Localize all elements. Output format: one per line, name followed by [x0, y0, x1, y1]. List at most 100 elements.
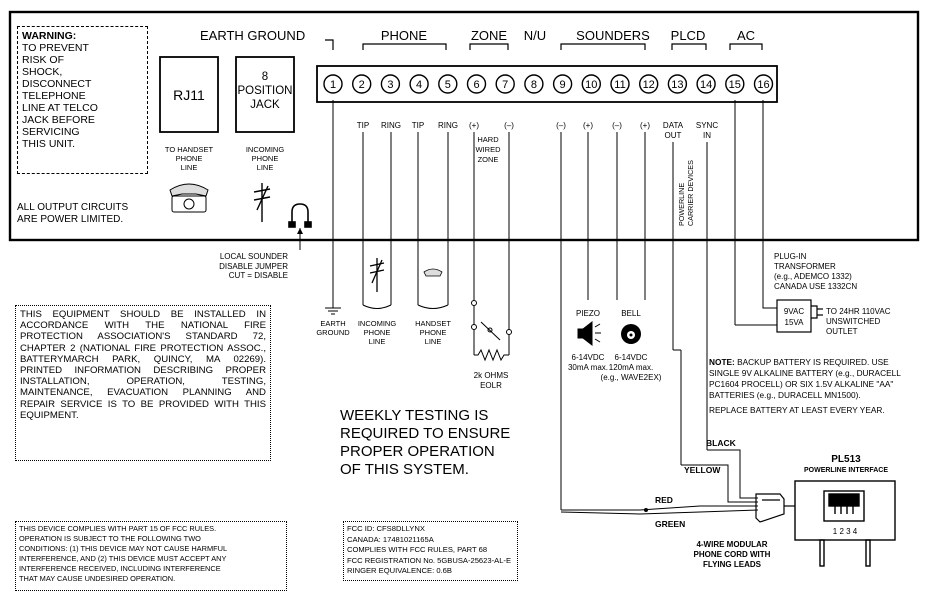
phone-pole-icon	[253, 183, 271, 222]
terminal-15	[725, 74, 745, 94]
pl513-title: PL513	[831, 454, 861, 465]
terminal-number-15: 15	[729, 79, 741, 91]
terminal-strip	[316, 65, 778, 103]
note-line-4: BATTERIES (e.g., DURACELL MN1500).	[709, 390, 861, 400]
terminal-number-9: 9	[560, 79, 566, 91]
fcc-line-1: THIS DEVICE COMPLIES WITH PART 15 OF FCC…	[19, 524, 217, 533]
incoming-1: INCOMING	[246, 145, 284, 154]
label-t3: RING	[381, 121, 401, 130]
warning-line-8: SERVICING	[22, 126, 80, 138]
to-handset-2: PHONE	[176, 154, 203, 163]
powerline-label-1: POWERLINE	[677, 183, 686, 226]
terminal-number-10: 10	[585, 79, 597, 91]
piezo-speaker-icon	[577, 320, 601, 347]
note-line-2: SINGLE 9V ALKALINE BATTERY (e.g., DURACE…	[709, 368, 901, 378]
output-circuits-1: ALL OUTPUT CIRCUITS	[17, 202, 128, 213]
pl513-pins: 1 2 3 4	[833, 527, 858, 536]
hard-wired-2: WIRED	[476, 145, 502, 154]
terminal-3	[380, 74, 401, 94]
note-bold: NOTE:	[709, 357, 735, 367]
terminal-number-2: 2	[359, 79, 365, 91]
label-t14a: SYNC	[696, 121, 718, 130]
label-t13b: OUT	[665, 131, 682, 140]
group-nu: N/U	[524, 28, 546, 43]
terminal-number-13: 13	[671, 79, 683, 91]
handset-phone-icon	[423, 268, 443, 277]
hard-wired-3: ZONE	[478, 155, 499, 164]
warning-text: WARNING: TO PREVENT RISK OF SHOCK, DISCO…	[22, 30, 147, 150]
note-replace: REPLACE BATTERY AT LEAST EVERY YEAR.	[709, 405, 885, 415]
fcc-id-2: CANADA: 17481021165A	[347, 534, 434, 544]
terminal-9	[552, 74, 573, 94]
terminal-number-16: 16	[757, 79, 769, 91]
warning-box	[17, 26, 148, 174]
warning-title: WARNING:	[22, 30, 77, 42]
cord-label-3: FLYING LEADS	[703, 560, 762, 569]
terminal-13	[667, 74, 688, 94]
terminal-11	[610, 74, 630, 94]
handset-line-1: HANDSET	[415, 319, 451, 328]
earth-ground-1: EARTH	[320, 319, 345, 328]
powerline-label-2: CARRIER DEVICES	[686, 160, 695, 226]
outlet-3: OUTLET	[826, 327, 858, 336]
label-t10: (+)	[583, 121, 593, 130]
battery-note: NOTE: BACKUP BATTERY IS REQUIRED. USE SI…	[709, 357, 924, 416]
fcc-notice: THIS DEVICE COMPLIES WITH PART 15 OF FCC…	[19, 524, 287, 584]
local-sounder-3: CUT = DISABLE	[228, 271, 288, 281]
telephone-icon	[169, 183, 209, 213]
eight-position-jack	[235, 56, 295, 133]
warning-line-2: RISK OF	[22, 54, 65, 66]
transformer-3: (e.g., ADEMCO 1332)	[774, 272, 852, 281]
wire-red: RED	[655, 495, 673, 505]
terminal-6	[466, 74, 487, 94]
cord-label-2: PHONE CORD WITH	[694, 550, 771, 559]
bell-icon	[621, 324, 641, 344]
piezo-label: PIEZO	[576, 309, 600, 318]
earth-ground-2: GROUND	[316, 328, 350, 337]
label-t4: TIP	[412, 121, 424, 130]
jack-line-3: JACK	[250, 99, 280, 111]
equipment-notice: THIS EQUIPMENT SHOULD BE INSTALLED IN AC…	[20, 309, 266, 421]
equipment-notice-box	[15, 305, 271, 461]
outlet-2: UNSWITCHED	[826, 317, 880, 326]
bell-spec-1: 6-14VDC	[615, 353, 648, 362]
terminal-number-8: 8	[531, 79, 537, 91]
incoming-line-3: LINE	[369, 337, 386, 346]
label-t12: (+)	[640, 121, 650, 130]
incoming-2: PHONE	[252, 154, 279, 163]
group-earth-ground: EARTH GROUND	[200, 28, 305, 43]
terminal-number-1: 1	[330, 79, 336, 91]
rj11-label: RJ11	[173, 87, 205, 103]
wire-green: GREEN	[655, 519, 685, 529]
bell-spec-2: 120mA max.	[609, 363, 653, 372]
fcc-id: FCC ID: CFS8DLLYNX CANADA: 17481021165A …	[347, 524, 517, 577]
handset-line-2: PHONE	[420, 328, 447, 337]
eolr-2: EOLR	[480, 381, 502, 390]
terminal-10	[581, 74, 601, 94]
local-sounder-label: LOCAL SOUNDER DISABLE JUMPER CUT = DISAB…	[196, 252, 288, 281]
fcc-id-5: RINGER EQUIVALENCE: 0.6B	[347, 566, 452, 575]
wire-black: BLACK	[706, 438, 737, 448]
bell-spec-3: (e.g., WAVE2EX)	[601, 373, 662, 382]
transformer-2: TRANSFORMER	[774, 262, 836, 271]
group-phone: PHONE	[381, 28, 428, 43]
pl513-interface	[794, 480, 896, 567]
wire-yellow: YELLOW	[684, 465, 721, 475]
note-line-3: PC1604 PROCELL) OR SIX 1.5V ALKALINE "AA…	[709, 379, 894, 389]
transformer-rating-1: 9VAC	[784, 307, 805, 316]
terminal-number-12: 12	[643, 79, 655, 91]
terminal-8	[524, 74, 544, 94]
label-t5: RING	[438, 121, 458, 130]
terminal-number-14: 14	[700, 79, 712, 91]
label-t6: (+)	[469, 121, 479, 130]
group-zone: ZONE	[471, 28, 507, 43]
terminal-7	[495, 74, 515, 94]
label-t9: (–)	[556, 121, 566, 130]
label-t14b: IN	[703, 131, 711, 140]
weekly-line-2: REQUIRED TO ENSURE	[340, 425, 511, 442]
fcc-line-6: THAT MAY CAUSE UNDESIRED OPERATION.	[19, 574, 176, 583]
warning-line-7: JACK BEFORE	[22, 114, 95, 126]
eolr-1: 2k OHMS	[474, 371, 509, 380]
